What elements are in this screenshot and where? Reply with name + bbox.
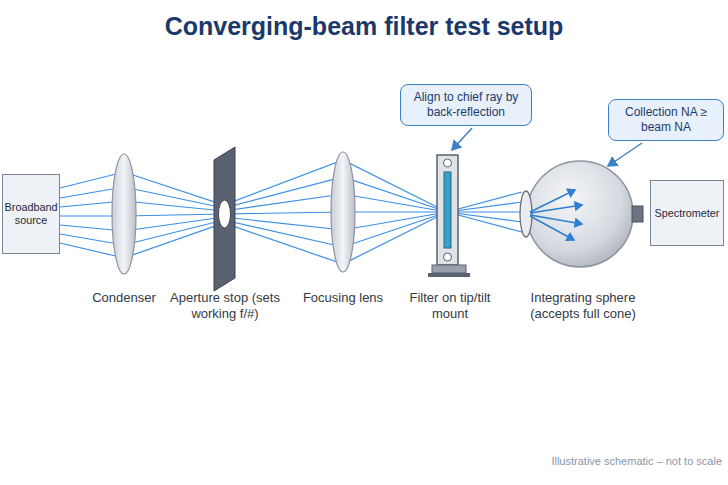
callout-box: Collection NA ≥ beam NA xyxy=(608,99,724,141)
node-text: Spectrometer xyxy=(655,207,720,220)
focusing-lens xyxy=(331,152,355,272)
text-group: Spectrometer xyxy=(655,207,720,220)
text-group: Align to chief ray by back-reflection xyxy=(409,90,523,120)
component-label: Aperture stop (sets working f/#) xyxy=(160,290,290,323)
aperture-stop xyxy=(214,147,235,291)
text-group: Broadband source xyxy=(5,201,58,227)
node-text: Align to chief ray by back-reflection xyxy=(409,90,523,120)
callout-box: Align to chief ray by back-reflection xyxy=(400,84,532,126)
node-text: Broadband source xyxy=(5,201,58,227)
source-box: Broadband source xyxy=(2,174,60,254)
component-label: Condenser xyxy=(69,290,179,306)
component-label: Filter on tip/tilt mount xyxy=(394,290,506,323)
filter-mount xyxy=(428,155,470,277)
text-group: Collection NA ≥ beam NA xyxy=(617,105,715,135)
node-text: Collection NA ≥ beam NA xyxy=(617,105,715,135)
condenser-lens xyxy=(112,154,136,274)
footer-note: Illustrative schematic – not to scale xyxy=(551,455,722,467)
component-label: Focusing lens xyxy=(288,290,398,306)
spectrometer-box: Spectrometer xyxy=(650,180,724,246)
diagram-title: Converging-beam filter test setup xyxy=(0,12,728,41)
integrating-sphere xyxy=(520,161,643,267)
component-label: Integrating sphere (accepts full cone) xyxy=(508,290,658,323)
